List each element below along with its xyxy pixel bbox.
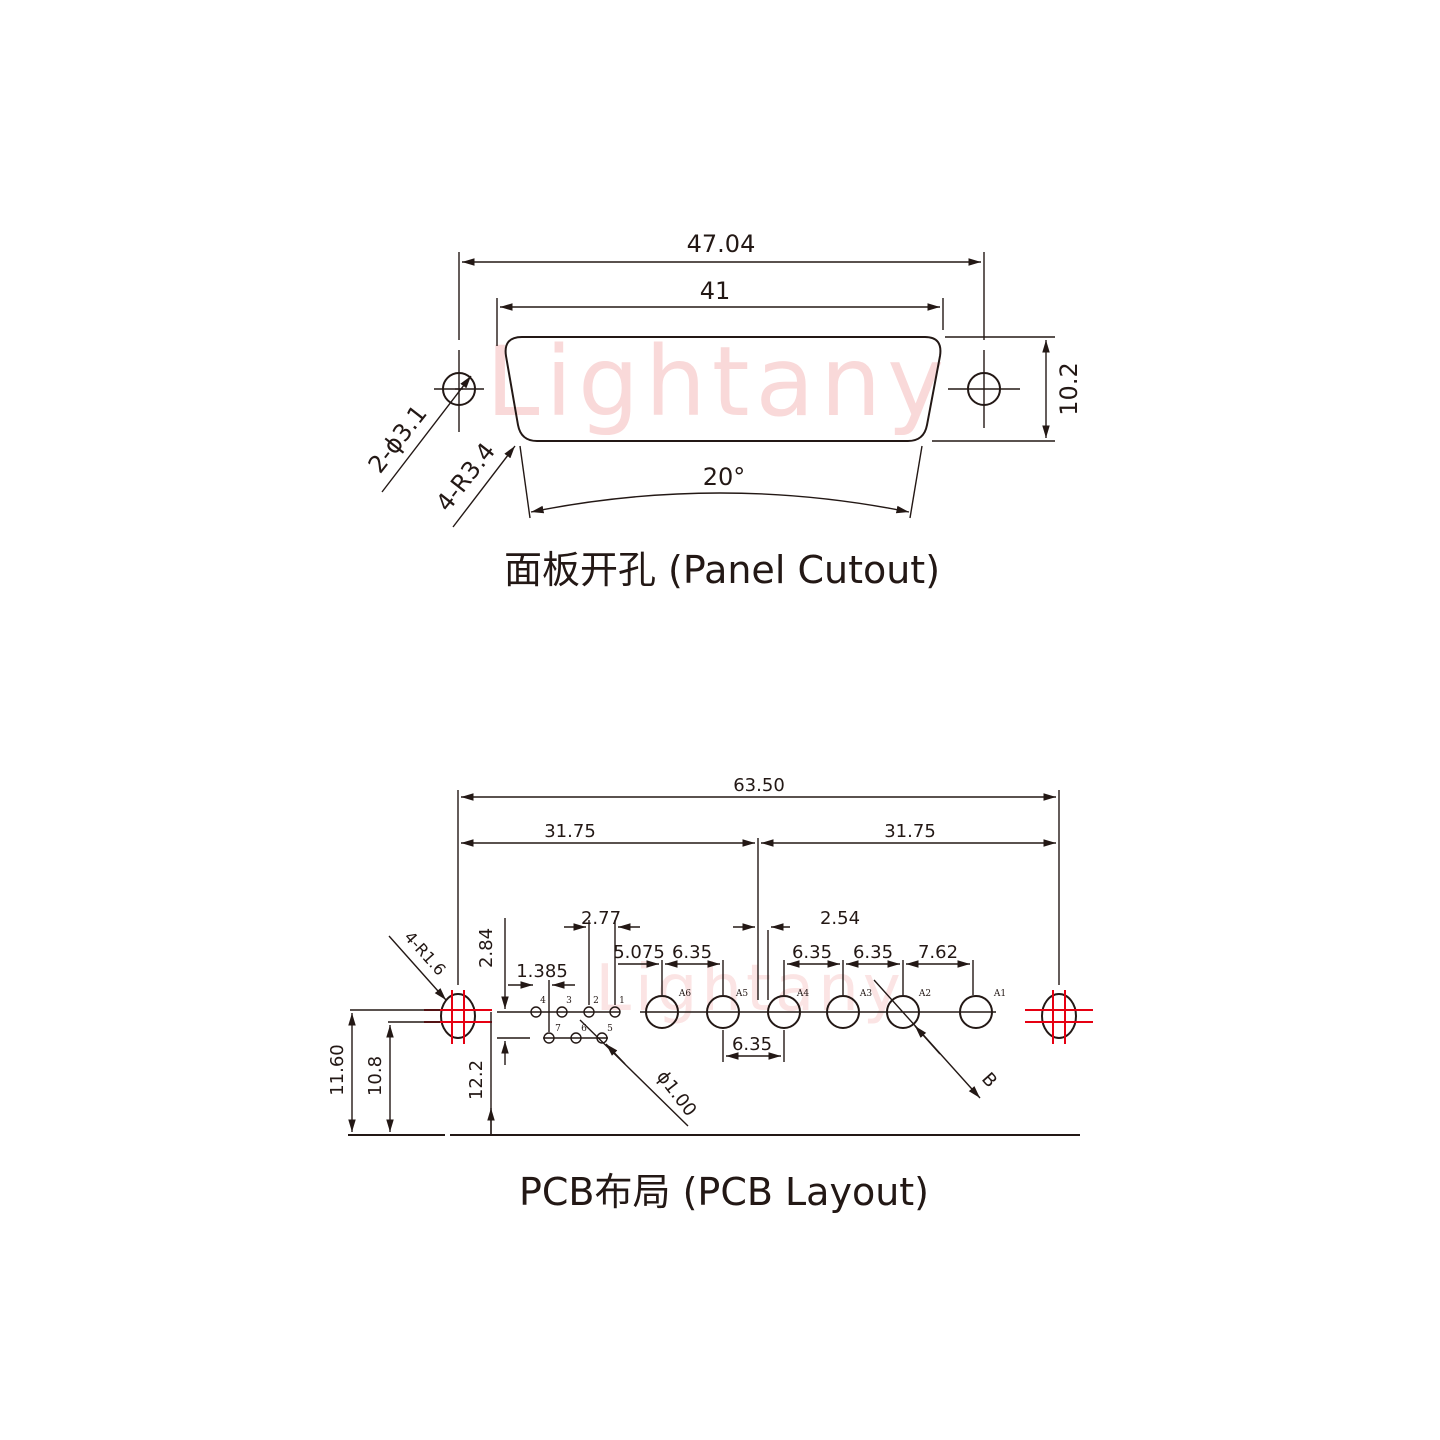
pcb-mount-hole-left [440,993,476,1039]
pcb-dim-radius: 4-R1.6 [400,927,449,979]
power-pins: A6 A5 A4 A3 A2 A1 [640,989,1006,1029]
pcb-dim-dia: ϕ1.00 [652,1067,701,1121]
pcb-dim-1160: 11.60 [327,1044,348,1096]
signal-pin-label-5: 5 [607,1024,613,1034]
signal-pin-label-3: 3 [566,996,572,1006]
pcb-dim-108: 10.8 [365,1056,386,1096]
panel-cutout-outline [504,336,942,442]
pcb-dim-half-left: 31.75 [544,821,596,842]
panel-cutout-caption: 面板开孔 (Panel Cutout) [504,548,940,592]
signal-pin-label-6: 6 [581,1024,587,1034]
pcb-layout-caption: PCB布局 (PCB Layout) [519,1170,929,1214]
panel-cutout-drawing: Lightany 47.04 41 10.2 2-ϕ3.1 4-R3.4 [363,230,1083,592]
watermark-text: Lightany [486,326,950,438]
pcb-dim-635-a: 6.35 [672,942,712,963]
pcb-dim-b: B [977,1069,1001,1092]
pcb-dim-635-c: 6.35 [853,942,893,963]
pcb-dim-284: 2.84 [476,928,497,968]
power-pin-label-a5: A5 [735,989,748,999]
panel-dim-angle: 20° [703,463,746,491]
pcb-dim-half-right: 31.75 [884,821,936,842]
pcb-mount-hole-right [1041,993,1077,1039]
signal-pin-label-1: 1 [619,996,625,1006]
pcb-dim-635-bottom: 6.35 [732,1034,772,1055]
power-pin-label-a1: A1 [993,989,1006,999]
pcb-dim-635-b: 6.35 [792,942,832,963]
pcb-dim-762: 7.62 [918,942,958,963]
power-pin-label-a3: A3 [859,989,872,999]
pcb-dim-122: 12.2 [466,1060,487,1100]
panel-dim-height: 10.2 [1055,362,1083,415]
pcb-dim-overall: 63.50 [733,775,785,796]
signal-pin-label-4: 4 [540,996,546,1006]
pcb-dim-254: 2.54 [820,908,860,929]
signal-pins: 4 3 2 1 7 6 5 [530,996,625,1044]
power-pin-label-a6: A6 [678,989,691,999]
panel-dim-overall: 47.04 [687,230,756,258]
signal-pin-label-2: 2 [593,996,599,1006]
power-pin-label-a2: A2 [918,989,931,999]
pcb-dim-277: 2.77 [581,908,621,929]
pcb-dim-5075: 5.075 [613,942,665,963]
power-pin-label-a4: A4 [796,989,809,999]
pcb-dim-1385: 1.385 [516,961,568,982]
signal-pin-label-7: 7 [555,1024,561,1034]
panel-dim-body: 41 [700,277,731,305]
pcb-layout-drawing: Lightany 63.50 31.75 31.75 4-R1.6 [327,775,1093,1214]
